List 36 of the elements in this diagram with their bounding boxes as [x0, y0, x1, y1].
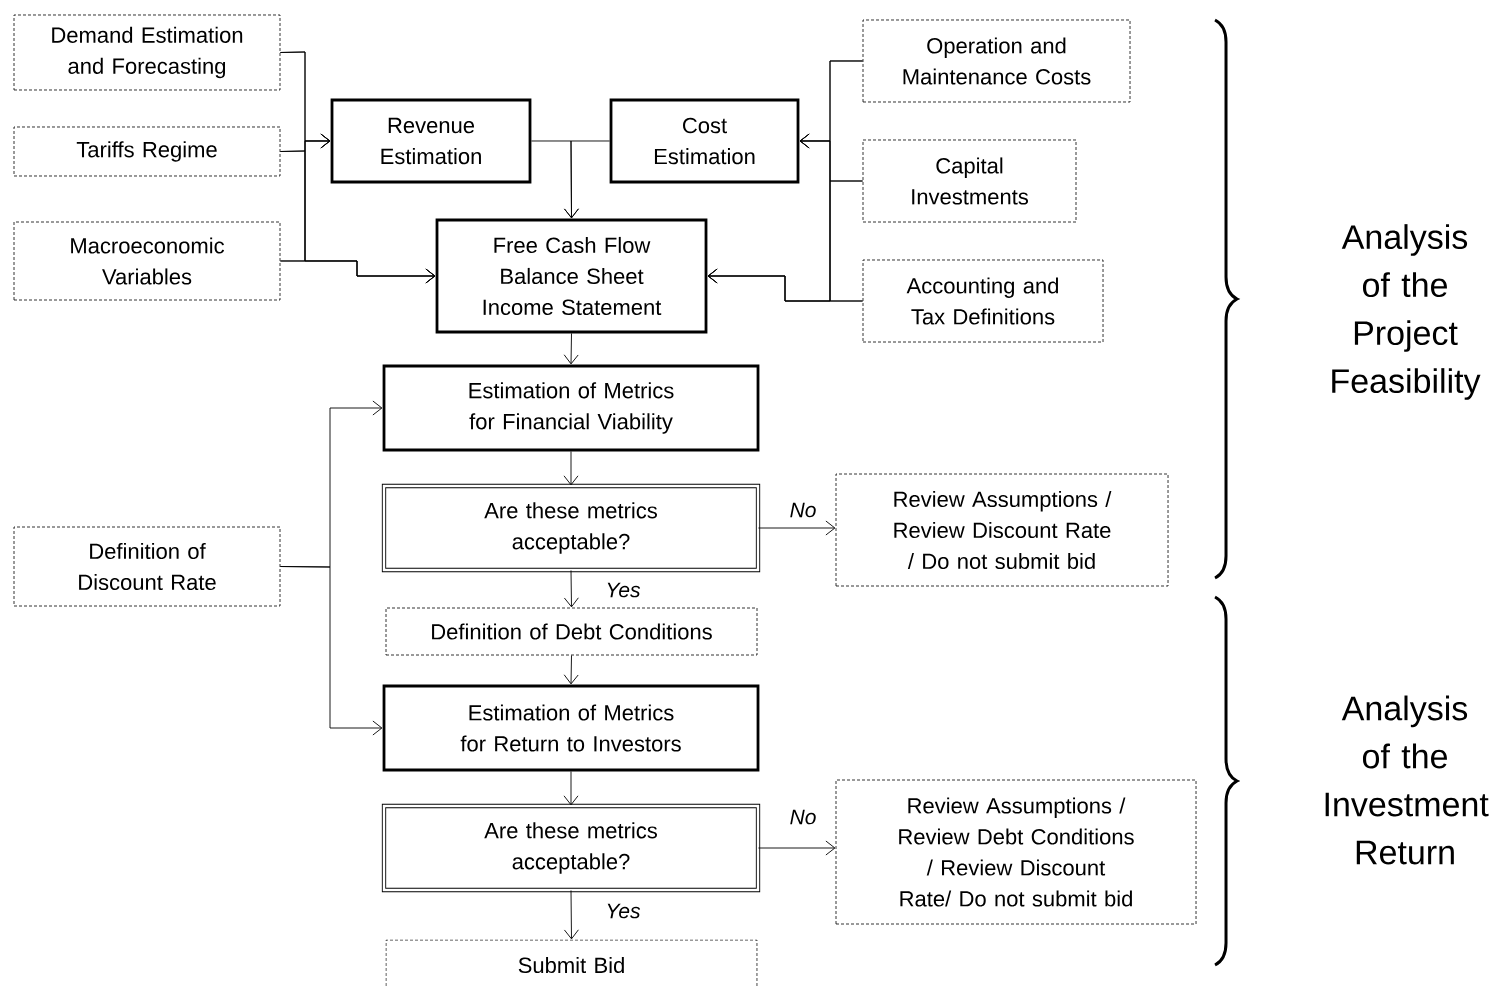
process-box: Estimation of Metrics for Return to Investors — [382, 684, 760, 772]
input-box: Capital Investments — [862, 139, 1077, 223]
arrow — [563, 570, 579, 608]
arrow — [563, 770, 579, 806]
arrow — [563, 654, 579, 685]
arrow — [564, 140, 611, 219]
arrow — [758, 840, 836, 856]
edge-label: No — [788, 808, 818, 826]
input-box: Accounting and Tax Definitions — [862, 259, 1104, 343]
input-box: Review Assumptions / Review Discount Rate / Do not submit bid — [835, 473, 1169, 587]
edge-label: Yes — [604, 902, 642, 920]
input-box: Demand Estimation and Forecasting — [13, 14, 281, 91]
decision-box: Are these metrics acceptable? — [381, 483, 761, 573]
input-box: Macroeconomic Variables — [13, 221, 281, 301]
section-label: Analysis of the Project Feasibility — [1332, 224, 1481, 400]
input-box: Review Assumptions / Review Debt Conditions / Review Discount Rate/ Do not submit bid — [835, 779, 1197, 925]
arrow — [563, 450, 579, 486]
input-box: Definition of Discount Rate — [13, 526, 281, 607]
arrow — [279, 260, 436, 284]
input-box: Tariffs Regime — [13, 126, 281, 177]
input-box: Operation and Maintenance Costs — [862, 19, 1131, 103]
input-box: Definition of Debt Conditions — [385, 607, 758, 656]
edge-label: Yes — [604, 581, 642, 599]
process-box: Estimation of Metrics for Financial Viability — [382, 364, 760, 452]
arrow — [279, 566, 383, 736]
arrow — [707, 268, 864, 302]
process-box: Cost Estimation — [609, 98, 800, 184]
arrow — [563, 890, 579, 940]
edge-label: No — [788, 501, 818, 519]
decision-box: Are these metrics acceptable? — [381, 803, 761, 893]
process-box: Revenue Estimation — [330, 98, 532, 184]
process-box: Free Cash Flow Balance Sheet Income Statement — [435, 218, 708, 334]
arrow — [563, 332, 579, 365]
input-box: Submit Bid — [385, 939, 758, 987]
section-label: Analysis of the Investment Return — [1325, 695, 1489, 865]
arrow — [758, 520, 836, 536]
